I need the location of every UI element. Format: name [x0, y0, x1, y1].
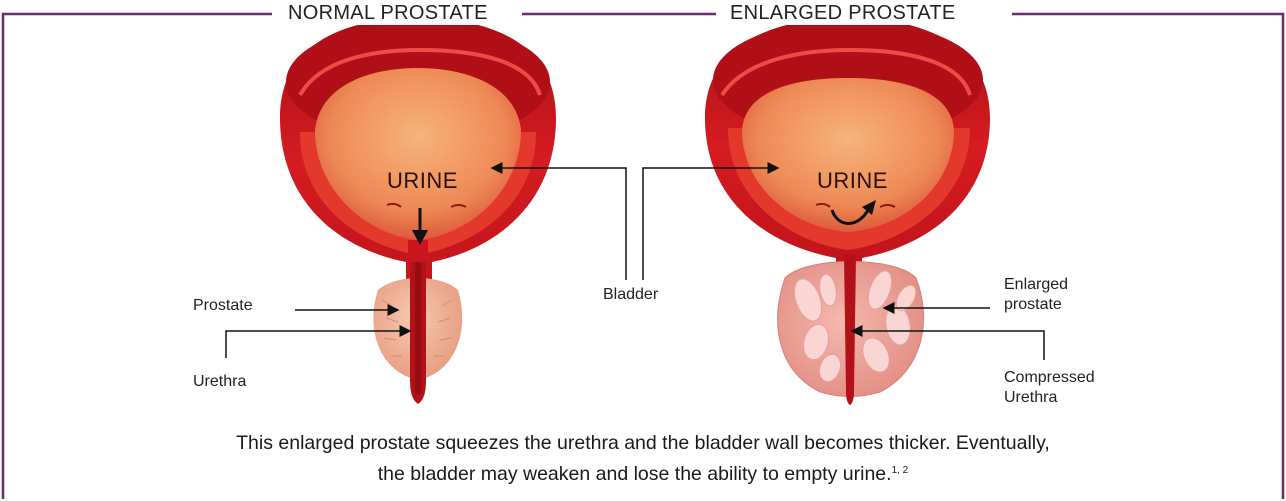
- enlarged-prostate-label: Enlarged prostate: [1004, 275, 1068, 315]
- bladder-label: Bladder: [603, 285, 658, 305]
- caption-references: 1, 2: [892, 465, 909, 476]
- caption-line2: the bladder may weaken and lose the abil…: [378, 463, 892, 485]
- caption: This enlarged prostate squeezes the uret…: [60, 430, 1226, 488]
- header-normal-prostate: NORMAL PROSTATE: [280, 2, 496, 25]
- prostate-label: Prostate: [193, 296, 253, 316]
- compressed-urethra-label: Compressed Urethra: [1004, 368, 1095, 408]
- compressed-urethra-label-line2: Urethra: [1004, 388, 1095, 408]
- urethra-label: Urethra: [193, 372, 246, 392]
- caption-line2-wrap: the bladder may weaken and lose the abil…: [60, 457, 1226, 488]
- caption-line1: This enlarged prostate squeezes the uret…: [60, 430, 1226, 457]
- normal-bladder: [280, 18, 556, 300]
- enlarged-bladder: [705, 18, 990, 272]
- enlarged-prostate-label-line2: prostate: [1004, 295, 1068, 315]
- urine-label-normal: URINE: [387, 168, 458, 194]
- enlarged-prostate-label-line1: Enlarged: [1004, 275, 1068, 295]
- header-enlarged-prostate: ENLARGED PROSTATE: [722, 2, 964, 25]
- compressed-urethra-label-line1: Compressed: [1004, 368, 1095, 388]
- urine-label-enlarged: URINE: [817, 168, 888, 194]
- normal-urethra: [410, 262, 426, 404]
